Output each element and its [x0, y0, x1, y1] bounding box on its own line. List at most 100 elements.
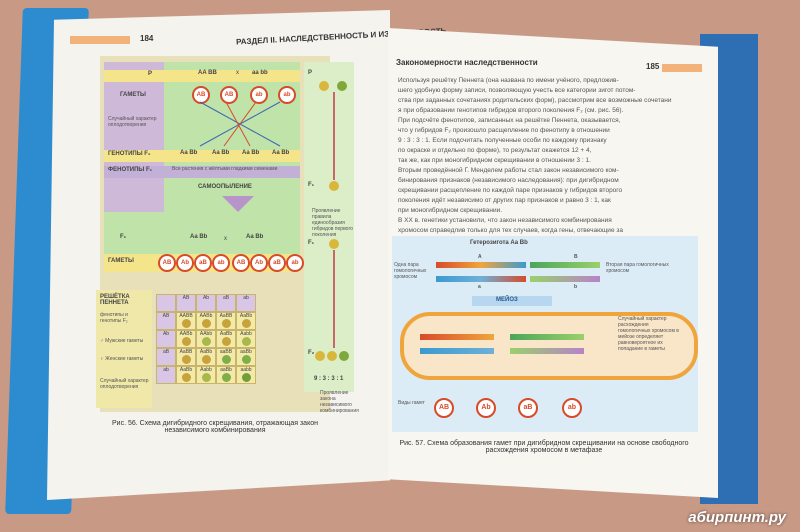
text-line: скрещивании расщепление по каждой паре п… — [398, 187, 623, 194]
parent-1: AA BB — [198, 70, 217, 76]
meiosis-label: МЕЙОЗ — [496, 297, 518, 303]
label-genotypes-f1: ГЕНОТИПЫ F₁ — [108, 151, 151, 157]
label-random: Случайный характер оплодотворения — [108, 116, 157, 128]
text-line: 9 : 3 : 3 : 1. Если подсчитать полученны… — [398, 137, 607, 144]
watermark: абирпинт.ру — [688, 509, 786, 526]
f1-genotype-2: Aa Bb — [212, 150, 230, 156]
column-lines — [315, 81, 349, 361]
gamete-p-3: ab — [250, 86, 268, 104]
right-page-header: Закономерности наследственности — [396, 58, 538, 67]
parent-2: aa bb — [252, 70, 268, 76]
chromosome-in-cell-2 — [420, 348, 494, 354]
pair2-label: Вторая пара гомологичных хромосом — [606, 262, 669, 274]
punnett-cell: AaBb — [196, 348, 216, 366]
row-p — [104, 70, 300, 82]
punnett-cell: aabb — [236, 366, 256, 384]
punnett-cell: aaBb — [216, 366, 236, 384]
right-page-number: 185 — [646, 62, 660, 71]
text-line: поколения идёт независимо от других пар … — [398, 197, 611, 204]
gamete-l-1: AB — [158, 254, 176, 272]
chromosome-in-cell-1 — [420, 334, 494, 340]
punnett-row-head: Ab — [156, 330, 176, 348]
gamete-l-2: Ab — [176, 254, 194, 272]
punnett-head: ab — [236, 294, 256, 312]
punnett-title: РЕШЁТКА ПЕННЕТА — [100, 294, 130, 306]
text-line: что у гибридов F₂ произошло расщепление … — [398, 127, 610, 134]
chromosome-1a — [436, 262, 526, 268]
punnett-label-block — [96, 290, 152, 408]
text-line: хромосом справедлив только для тех случа… — [398, 227, 623, 234]
male-gametes: ♂ Мужские гаметы — [100, 338, 144, 344]
row-genotypes — [104, 150, 300, 162]
punnett-row-head: AB — [156, 312, 176, 330]
text-line: при моногибридном скрещивании. — [398, 207, 503, 214]
punnett-cell: Aabb — [196, 366, 216, 384]
punnett-cell: AaBb — [216, 330, 236, 348]
punnett-corner — [156, 294, 176, 312]
punnett-cell: AaBb — [236, 312, 256, 330]
punnett-cell: AaBb — [176, 366, 196, 384]
punnett-head: Ab — [196, 294, 216, 312]
punnett-sub: фенотипы и генотипы F₂ — [100, 312, 128, 324]
punnett-cell: AABb — [196, 312, 216, 330]
header-stripe — [70, 36, 130, 44]
label-phenotypes-f1: ФЕНОТИПЫ F₁ — [108, 167, 153, 173]
col-f1-2: F₁ — [308, 240, 315, 246]
f1-genotype-1: Aa Bb — [180, 150, 198, 156]
gamete-p-2: AB — [220, 86, 238, 104]
punnett-cell: AABb — [176, 330, 196, 348]
text-line: При подсчёте фенотипов, записанных на ре… — [398, 117, 621, 124]
f1-right: Aa Bb — [246, 234, 264, 240]
gamete-types-label: Виды гамет — [398, 400, 425, 406]
cross-sign: x — [236, 70, 239, 76]
punnett-cell: AABB — [176, 312, 196, 330]
gamete-p-4: ab — [278, 86, 296, 104]
chromosome-in-cell-3 — [510, 334, 584, 340]
law-note: Проявление закона независимого комбиниро… — [320, 390, 359, 414]
hetero-label: Гетерозигота Aa Bb — [470, 240, 528, 246]
cell-oval — [400, 312, 698, 380]
punnett-head: AB — [176, 294, 196, 312]
punnett-cell: AaBB — [176, 348, 196, 366]
text-line: Вторым проведённой Г. Менделем работы ст… — [398, 167, 619, 174]
random-label: Случайный характер расхождения гомологич… — [618, 316, 679, 352]
chromosome-1b — [436, 276, 526, 282]
text-line: В XX в. генетики установили, что закон н… — [398, 217, 612, 224]
gamete-l-3: aB — [194, 254, 212, 272]
random-2: Случайный характер оплодотворения — [100, 378, 149, 390]
gamete-57-4: ab — [562, 398, 582, 418]
pair1-label: Одна пара гомологичных хромосом — [394, 262, 427, 280]
text-line: шего удобную форму записи, позволяющую у… — [398, 87, 636, 94]
gamete-r-4: ab — [286, 254, 304, 272]
female-gametes: ♀ Женские гаметы — [100, 356, 144, 362]
text-line: ства при заданных сочетаниях родительски… — [398, 97, 672, 104]
right-text-block: Используя решётку Пеннета (она названа п… — [398, 76, 696, 236]
punnett-cell: AAbb — [196, 330, 216, 348]
label-p: P — [148, 71, 153, 77]
chromosome-2b — [530, 276, 600, 282]
punnett-cell: aaBB — [216, 348, 236, 366]
gene-B: B — [574, 254, 578, 260]
f1-left: Aa Bb — [190, 234, 208, 240]
col-f1: F₁ — [308, 182, 315, 188]
punnett-row-head: ab — [156, 366, 176, 384]
caption-56: Рис. 56. Схема дигибридного скрещивания,… — [112, 420, 318, 434]
punnett-head: aB — [216, 294, 236, 312]
cross-sign-2: x — [224, 236, 227, 242]
punnett-cell: AaBB — [216, 312, 236, 330]
down-arrow — [222, 196, 254, 212]
gamete-l-4: ab — [212, 254, 230, 272]
gene-b: b — [574, 284, 578, 290]
inheritance-column — [304, 62, 354, 392]
label-f1-row: F₁ — [120, 234, 127, 240]
gamete-r-1: AB — [232, 254, 250, 272]
ratio: 9 : 3 : 3 : 1 — [314, 376, 344, 382]
punnett-row-head: aB — [156, 348, 176, 366]
label-gametes-2: ГАМЕТЫ — [108, 258, 134, 264]
f1-genotype-4: Aa Bb — [272, 150, 290, 156]
punnett-cell: aaBb — [236, 348, 256, 366]
punnett-grid: AB Ab aB ab AB AABB AABb AaBB AaBb Ab AA… — [156, 294, 256, 384]
meiosis-band — [472, 296, 552, 306]
header-stripe-right — [662, 64, 702, 72]
text-line: Используя решётку Пеннета (она названа п… — [398, 77, 619, 84]
